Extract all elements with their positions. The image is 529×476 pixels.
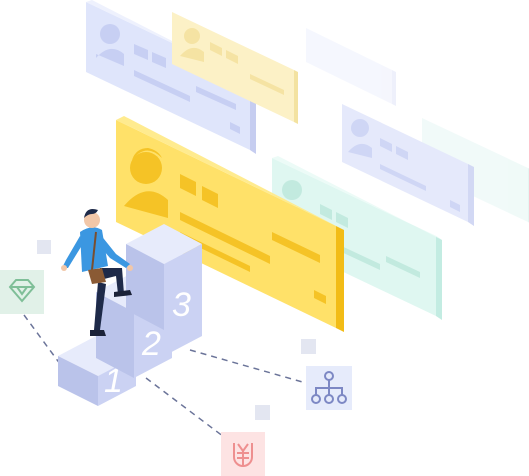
decor-square <box>255 405 270 420</box>
diamond-tile <box>0 270 44 314</box>
profile-card-blue-right <box>342 104 474 226</box>
profile-card-yellow-top <box>172 12 298 124</box>
profile-card-yellow-main <box>116 116 344 332</box>
step-number: 3 <box>172 286 191 324</box>
yuan-tile <box>221 432 265 476</box>
yuan-icon <box>233 443 253 467</box>
stairs: 1 2 3 <box>58 224 202 406</box>
person-climbing <box>61 209 133 336</box>
diamond-icon <box>8 279 36 303</box>
step-number: 2 <box>141 325 161 363</box>
faint-card-far-right <box>306 28 396 106</box>
stair-step-3: 3 <box>126 224 202 356</box>
profile-card-blue-top <box>86 0 256 154</box>
avatar <box>124 148 168 218</box>
avatar <box>96 24 124 66</box>
hierarchy-icon <box>311 371 347 404</box>
decor-square <box>37 240 51 254</box>
step-number: 1 <box>104 362 123 400</box>
decor-square <box>301 339 316 354</box>
hierarchy-tile <box>306 366 352 410</box>
